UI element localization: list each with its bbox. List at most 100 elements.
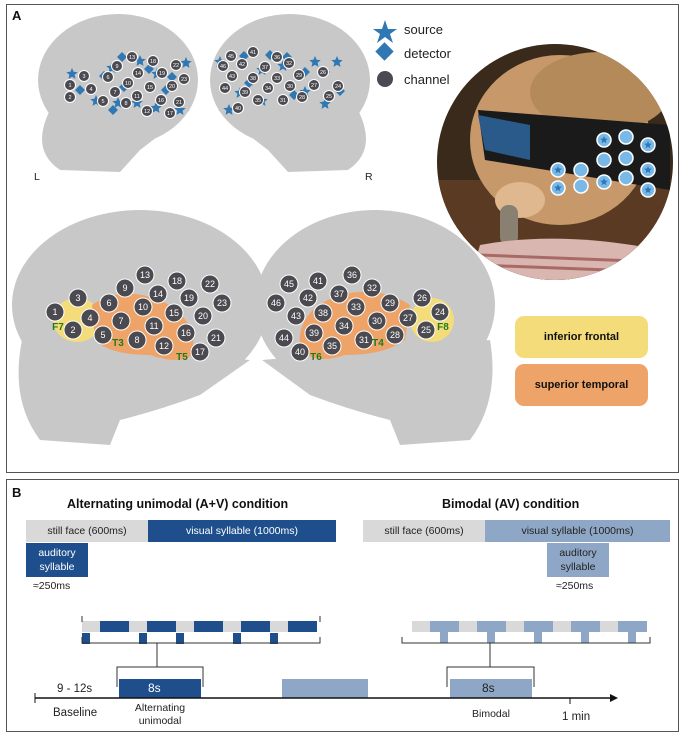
- small-head-channels: 1234567891011121314151617181920212223242…: [64, 46, 344, 119]
- seq-still-face: [600, 621, 618, 632]
- seq-still-face: [412, 621, 430, 632]
- svg-text:12: 12: [159, 341, 169, 351]
- small-head-right: [210, 14, 370, 172]
- channel-23: 23: [178, 73, 190, 85]
- channel-31: 31: [277, 94, 289, 106]
- channel-23: 23: [212, 293, 232, 313]
- channel-41: 41: [247, 46, 259, 58]
- channel-1: 1: [64, 79, 76, 91]
- channel-28: 28: [385, 325, 405, 345]
- channel-28: 28: [296, 91, 308, 103]
- svg-text:20: 20: [198, 311, 208, 321]
- hemisphere-left-label: L: [34, 171, 40, 183]
- block-label-8s-2: 8s: [482, 681, 495, 695]
- channel-39: 39: [304, 323, 324, 343]
- svg-text:29: 29: [385, 298, 395, 308]
- source-star-icon: [554, 184, 562, 192]
- channel-5: 5: [93, 325, 113, 345]
- channel-11: 11: [131, 90, 143, 102]
- svg-text:17: 17: [195, 347, 205, 357]
- svg-text:31: 31: [359, 335, 369, 345]
- svg-text:22: 22: [205, 279, 215, 289]
- svg-text:7: 7: [113, 90, 116, 96]
- bi-still-face-bar: still face (600ms): [363, 520, 485, 542]
- svg-text:19: 19: [159, 71, 165, 77]
- channel-2: 2: [64, 91, 76, 103]
- svg-text:24: 24: [435, 307, 445, 317]
- alt-visual-syllable-bar: visual syllable (1000ms): [148, 520, 336, 542]
- svg-text:3: 3: [82, 74, 85, 80]
- svg-text:1: 1: [52, 307, 57, 317]
- svg-text:46: 46: [220, 64, 226, 70]
- block-timeline: [34, 616, 651, 704]
- channel-25: 25: [416, 320, 436, 340]
- seq-auditory: [440, 632, 448, 643]
- source-star-icon: [319, 98, 331, 109]
- svg-text:45: 45: [228, 54, 234, 60]
- channel-4: 4: [80, 308, 100, 328]
- svg-text:42: 42: [239, 62, 245, 68]
- alt-still-face-bar: still face (600ms): [26, 520, 148, 542]
- svg-text:23: 23: [217, 298, 227, 308]
- svg-text:1: 1: [68, 83, 71, 89]
- photo-optode: [618, 129, 634, 145]
- channel-7: 7: [109, 86, 121, 98]
- svg-text:10: 10: [125, 81, 131, 87]
- svg-text:34: 34: [265, 86, 271, 92]
- channel-34: 34: [334, 316, 354, 336]
- channel-17: 17: [190, 342, 210, 362]
- svg-text:46: 46: [271, 298, 281, 308]
- seq-auditory: [176, 633, 184, 644]
- svg-text:41: 41: [250, 50, 256, 56]
- legend-detector-label: detector: [404, 46, 451, 61]
- seq-still-face: [553, 621, 571, 632]
- svg-text:15: 15: [147, 85, 153, 91]
- source-star-icon: [66, 68, 78, 79]
- svg-text:21: 21: [211, 333, 221, 343]
- svg-text:25: 25: [421, 325, 431, 335]
- svg-text:43: 43: [229, 74, 235, 80]
- svg-text:42: 42: [303, 293, 313, 303]
- electrode-F8: F8: [437, 322, 449, 333]
- channel-10: 10: [122, 77, 134, 89]
- source-star-icon: [331, 56, 343, 67]
- channel-29: 29: [380, 293, 400, 313]
- diamond-icon: [375, 42, 394, 61]
- seq-visual: [618, 621, 647, 632]
- svg-text:17: 17: [167, 111, 173, 117]
- channel-45: 45: [279, 274, 299, 294]
- channel-46: 46: [266, 293, 286, 313]
- seq-auditory: [82, 633, 90, 644]
- photo-optode: [573, 178, 589, 194]
- svg-text:18: 18: [172, 276, 182, 286]
- channel-19: 19: [156, 67, 168, 79]
- channel-44: 44: [274, 328, 294, 348]
- electrode-T6: T6: [310, 352, 322, 363]
- seq-still-face: [82, 621, 100, 632]
- circle-icon: [377, 71, 393, 87]
- channel-14: 14: [132, 67, 144, 79]
- channel-3: 3: [78, 70, 90, 82]
- svg-text:9: 9: [115, 64, 118, 70]
- head-diagrams: 1234567891011121314151617181920212223242…: [12, 14, 673, 445]
- svg-text:20: 20: [169, 84, 175, 90]
- channel-18: 18: [167, 271, 187, 291]
- svg-text:37: 37: [262, 65, 268, 71]
- baseline-label: Baseline: [53, 707, 98, 719]
- infant-photo: [437, 44, 673, 280]
- seq-auditory: [270, 633, 278, 644]
- source-star-icon: [644, 141, 652, 149]
- region-superior-temporal: superior temporal: [515, 364, 648, 406]
- channel-27: 27: [398, 308, 418, 328]
- channel-33: 33: [346, 297, 366, 317]
- one-minute-label: 1 min: [562, 711, 591, 723]
- channel-34: 34: [262, 82, 274, 94]
- channel-9: 9: [111, 60, 123, 72]
- detector-diamond-icon: [167, 72, 177, 82]
- svg-text:6: 6: [106, 75, 109, 81]
- svg-text:4: 4: [87, 313, 92, 323]
- channel-46: 46: [217, 60, 229, 72]
- channel-32: 32: [283, 57, 295, 69]
- seq-visual: [147, 621, 176, 632]
